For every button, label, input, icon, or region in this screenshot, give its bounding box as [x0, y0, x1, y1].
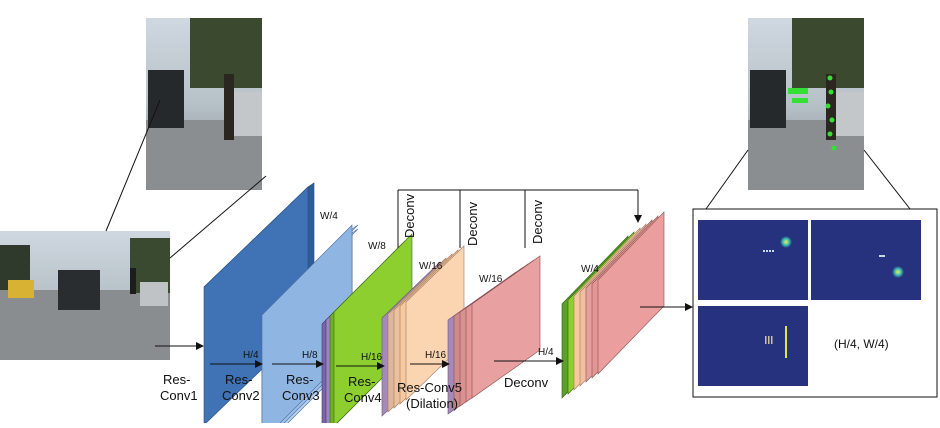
- label-res-conv5-line2: (Dilation): [406, 396, 458, 411]
- label-res-conv3-line1: Res-: [286, 372, 313, 387]
- heatmap-2: [811, 220, 921, 300]
- label-deconv: Deconv: [504, 375, 549, 390]
- heat-blob-1: [780, 236, 792, 248]
- output-photo: [748, 18, 864, 190]
- suv-car: [148, 70, 184, 128]
- dim-w4: W/4: [320, 211, 338, 222]
- dim-w8: W/8: [368, 241, 386, 252]
- dim-h4: H/4: [243, 350, 259, 361]
- dim-w16-b: W/16: [479, 274, 503, 285]
- label-res-conv2-line2: Conv2: [222, 388, 260, 403]
- skip-connections: [397, 189, 642, 248]
- res-conv5-block: [381, 245, 465, 417]
- label-res-conv4-line1: Res-: [348, 374, 375, 389]
- dim-h16-a: H/16: [361, 352, 383, 363]
- dim-h16-b: H/16: [425, 350, 447, 361]
- dim-h8: H/8: [302, 350, 318, 361]
- skip-label-1: Deconv: [402, 193, 417, 238]
- taxi-car: [8, 280, 34, 298]
- keypoints: [788, 75, 837, 151]
- deconv-face: [597, 211, 665, 375]
- label-res-conv4-line2: Conv4: [344, 390, 382, 405]
- deconv-output-block: [561, 211, 665, 399]
- conv5b-face: [471, 255, 541, 399]
- heatmap-3: [698, 306, 808, 386]
- label-res-conv3-line2: Conv3: [282, 388, 320, 403]
- label-res-conv2-line1: Res-: [225, 372, 252, 387]
- skip-label-2: Deconv: [465, 201, 480, 246]
- label-res-conv1-line1: Res-: [163, 372, 190, 387]
- heat-blob-2: [892, 266, 904, 278]
- dim-w16-a: W/16: [419, 261, 443, 272]
- heat-bar: [785, 326, 787, 358]
- zoom-photo-left: [146, 18, 262, 190]
- pedestrian: [130, 268, 136, 294]
- label-res-conv1-line2: Conv1: [160, 388, 198, 403]
- res-conv5b-block: [447, 255, 541, 415]
- res-conv3-block: [261, 224, 359, 428]
- dim-w4-out: W/4: [581, 264, 599, 275]
- skip-label-3: Deconv: [530, 199, 545, 244]
- flow-arrows: [155, 303, 693, 370]
- heatmap-1: [698, 220, 808, 300]
- label-res-conv5-line1: Res-Conv5: [397, 380, 462, 395]
- dim-h4-b: H/4: [538, 347, 554, 358]
- res-conv2-block: [203, 182, 315, 426]
- pedestrian: [224, 74, 234, 140]
- res-conv4-block: [321, 233, 413, 428]
- output-size-label: (H/4, W/4): [834, 337, 889, 351]
- suv-car: [58, 270, 100, 310]
- heatmap-panel: (H/4, W/4): [692, 208, 938, 398]
- input-photo: [0, 231, 170, 360]
